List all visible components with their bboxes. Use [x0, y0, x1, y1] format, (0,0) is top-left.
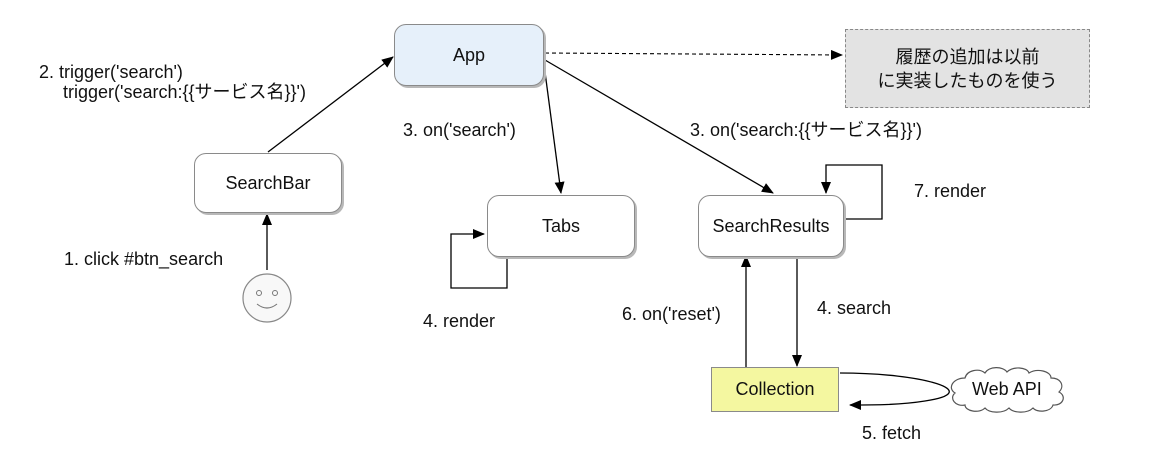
- label-step5: 5. fetch: [862, 423, 922, 443]
- label-step3b: 3. on('search:{{サービス名}}'): [690, 120, 922, 140]
- label-step3a: 3. on('search'): [403, 120, 516, 140]
- label-step6: 6. on('reset'): [622, 304, 721, 324]
- node-collection: Collection: [711, 367, 839, 412]
- note-line-1: 履歴の追加は以前: [895, 46, 1040, 67]
- node-app: App: [394, 24, 544, 86]
- note-box: 履歴の追加は以前 に実装したものを使う: [845, 29, 1090, 108]
- node-webapi-label: Web API: [972, 379, 1042, 399]
- node-tabs-label: Tabs: [541, 215, 581, 236]
- cloud-icon: [950, 367, 1064, 413]
- label-step2-line2: trigger('search:{{サービス名}}'): [63, 82, 306, 102]
- node-searchresults-label: SearchResults: [712, 215, 830, 236]
- label-step2-line1: 2. trigger('search'): [39, 62, 183, 82]
- node-searchbar-label: SearchBar: [225, 172, 311, 193]
- arrow-app-to-searchresults: [544, 59, 774, 194]
- note-line-2: に実装したものを使う: [877, 70, 1058, 91]
- node-searchbar: SearchBar: [194, 153, 342, 213]
- arrow-searchbar-to-app: [267, 56, 394, 153]
- label-step1: 1. click #btn_search: [64, 249, 224, 269]
- arrow-tabs-render-loop: [450, 229, 508, 289]
- node-tabs: Tabs: [487, 195, 635, 257]
- node-app-label: App: [452, 44, 486, 65]
- arrow-app-to-note: [544, 49, 843, 60]
- arrow-app-to-tabs: [544, 71, 565, 194]
- arrow-fetch-loop: [839, 372, 950, 410]
- node-searchresults: SearchResults: [698, 195, 844, 257]
- node-collection-label: Collection: [735, 379, 815, 399]
- smiley-face-icon: [242, 273, 292, 323]
- arrow-searchresults-render-loop: [821, 164, 883, 220]
- label-step4b: 4. search: [817, 298, 892, 318]
- label-step7: 7. render: [914, 181, 987, 201]
- label-step4a: 4. render: [423, 311, 496, 331]
